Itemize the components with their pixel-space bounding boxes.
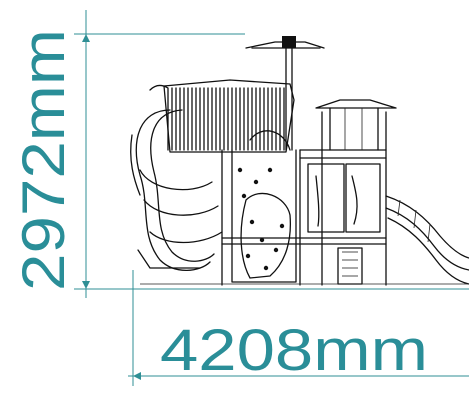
- climbing-hold: [253, 179, 259, 185]
- slide-right: [385, 195, 469, 285]
- right-tower-roof: [315, 99, 397, 151]
- climbing-hold: [273, 247, 279, 253]
- right-tower-panels: [307, 163, 381, 285]
- climbing-hold: [241, 193, 247, 199]
- width-arrow-left: [133, 372, 141, 380]
- height-dimension-label: 2972mm: [10, 29, 77, 291]
- tube-slide-left: [130, 109, 223, 272]
- climbing-wall: [231, 130, 297, 283]
- climbing-hold: [259, 237, 265, 243]
- climbing-hold: [237, 167, 243, 173]
- dimension-lines: [74, 10, 469, 386]
- climbing-hold: [279, 223, 285, 229]
- height-arrow-bottom: [82, 281, 90, 289]
- playground-structure: [130, 36, 469, 286]
- climbing-hold: [267, 167, 273, 173]
- climbing-hold: [245, 253, 251, 259]
- climbing-hold: [263, 265, 269, 271]
- tower-roof: [149, 79, 295, 153]
- height-arrow-top: [82, 34, 90, 42]
- deck-posts: [221, 111, 387, 286]
- width-dimension-label: 4208mm: [160, 318, 428, 383]
- left-roof-cap: [245, 36, 325, 151]
- climbing-hold: [249, 219, 255, 225]
